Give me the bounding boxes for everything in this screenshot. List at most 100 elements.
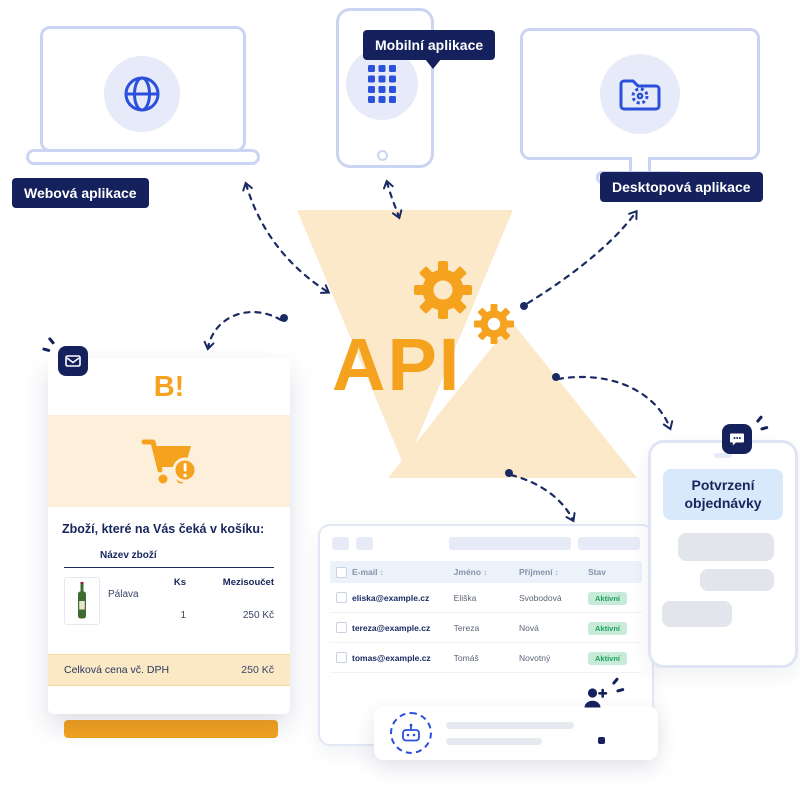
toolbar-pill — [356, 537, 373, 550]
subtotal-header: Mezisoučet — [222, 577, 274, 588]
desktop-icon-circle — [600, 54, 680, 134]
phone-home-button — [377, 150, 388, 161]
last-name-cell: Novotný — [519, 652, 551, 663]
total-row: Celková cena vč. DPH 250 Kč — [48, 654, 290, 686]
column-header-email: E-mail↕ — [352, 567, 384, 577]
arrow-phone-api — [382, 179, 403, 220]
total-label: Celková cena vč. DPH — [64, 664, 170, 676]
email-cell: eliska@example.cz — [352, 592, 430, 603]
gear-icon-small — [474, 304, 514, 344]
label-desktop-app: Desktopová aplikace — [600, 172, 763, 202]
status-badge: Aktivní — [588, 651, 628, 665]
arrow-api-email — [203, 311, 283, 351]
chat-bubble — [700, 569, 774, 591]
brand-logo: B! — [153, 371, 185, 403]
subtotal-column: Mezisoučet 250 Kč — [194, 577, 274, 625]
first-name-cell: Tomáš — [453, 652, 479, 663]
table-row: tomas@example.cz Tomáš Novotný Aktivní — [330, 643, 642, 673]
api-title: API — [332, 323, 462, 406]
subtotal-value: 250 Kč — [242, 610, 274, 621]
last-name-cell: Svobodová — [519, 592, 562, 603]
placeholder-line — [446, 721, 574, 729]
connector-arrows — [203, 179, 674, 523]
desktop-app-label: Desktopová aplikace — [612, 179, 751, 195]
product-row: Pálava Ks 1 Mezisoučet 250 Kč — [64, 577, 274, 625]
checkbox — [335, 652, 347, 663]
cursor-dot — [598, 737, 605, 744]
person-add-icon — [584, 688, 608, 708]
laptop-base — [26, 149, 260, 165]
email-receipt-card: B! Zboží, které na Vás čeká v košíku: Ná… — [48, 358, 290, 714]
robot-icon — [402, 723, 420, 742]
globe-icon — [124, 76, 160, 112]
column-header-status: Stav — [588, 567, 606, 577]
email-notification-badge — [42, 337, 88, 376]
gear-icon-large — [414, 261, 472, 319]
bot-form-card — [374, 706, 658, 760]
toolbar-pill — [449, 537, 571, 550]
folder-gear-icon — [619, 79, 661, 111]
users-table: E-mail↕ Jméno↕ Příjmení↕ Stav eliska@exa… — [330, 561, 642, 673]
column-header-first-name: Jméno↕ — [453, 567, 488, 577]
arrow-api-desktop — [526, 209, 638, 305]
chat-bubble — [678, 533, 774, 561]
mobile-icon-circle — [346, 48, 418, 120]
order-confirmation-phone: Potvrzení objednávky — [648, 440, 798, 668]
header-checkbox-cell — [330, 566, 352, 578]
email-heading: Zboží, které na Vás čeká v košíku: — [62, 522, 265, 536]
first-name-cell: Tereza — [453, 622, 480, 633]
envelope-icon — [65, 355, 81, 367]
speech-bubble-icon — [730, 433, 744, 446]
product-name-header: Název zboží — [64, 550, 274, 568]
phone-speaker — [714, 453, 732, 458]
arrow-api-table — [509, 473, 576, 523]
email-cell: tereza@example.cz — [352, 622, 431, 633]
mobile-app-label: Mobilní aplikace — [375, 37, 484, 53]
web-icon-circle — [104, 56, 180, 132]
chat-notification-badge — [722, 415, 768, 454]
order-confirmation-label: Potvrzení objednávky — [663, 469, 783, 520]
label-web-app: Webová aplikace — [12, 178, 149, 208]
connector-dots — [280, 302, 560, 477]
column-header-last-name: Příjmení↕ — [519, 567, 559, 577]
qty-column: Ks 1 — [158, 577, 186, 625]
first-name-cell: Eliška — [453, 592, 477, 603]
keypad-icon — [368, 65, 396, 103]
toolbar-pill — [332, 537, 349, 550]
bot-avatar-circle — [390, 712, 432, 754]
product-name: Pálava — [108, 589, 139, 600]
triangle-up — [388, 322, 637, 478]
arrow-laptop-api — [242, 181, 331, 294]
cart-banner — [48, 415, 290, 507]
checkbox — [335, 622, 347, 633]
table-row: tereza@example.cz Tereza Nová Aktivní — [330, 613, 642, 643]
product-table: Název zboží Pálava Ks 1 Mezisoučet — [64, 550, 274, 625]
table-header-row: E-mail↕ Jméno↕ Příjmení↕ Stav — [330, 561, 642, 583]
wine-bottle-icon — [78, 582, 86, 619]
label-mobile-app: Mobilní aplikace — [363, 30, 496, 60]
toolbar-pills — [320, 526, 652, 557]
checkbox — [335, 592, 347, 603]
web-app-label: Webová aplikace — [24, 185, 137, 201]
sort-icon: ↕ — [379, 568, 384, 577]
checkbox — [335, 566, 347, 578]
add-user-icon-badge — [582, 677, 624, 715]
mobile-label-pointer — [425, 59, 441, 69]
status-badge: Aktivní — [588, 621, 628, 635]
chat-bubble — [662, 601, 732, 627]
email-cell: tomas@example.cz — [352, 652, 431, 663]
last-name-cell: Nová — [519, 622, 539, 633]
table-row: eliska@example.cz Eliška Svobodová Aktiv… — [330, 583, 642, 613]
placeholder-lines — [446, 721, 574, 745]
monitor-stand — [629, 157, 651, 171]
status-badge: Aktivní — [588, 591, 628, 605]
product-thumbnail — [64, 577, 100, 625]
sort-icon: ↕ — [483, 568, 488, 577]
cart-alert-icon — [141, 439, 198, 484]
placeholder-line — [446, 737, 542, 745]
qty-value: 1 — [180, 610, 186, 621]
toolbar-pill — [578, 537, 640, 550]
email-card-back-sheet — [64, 720, 278, 738]
